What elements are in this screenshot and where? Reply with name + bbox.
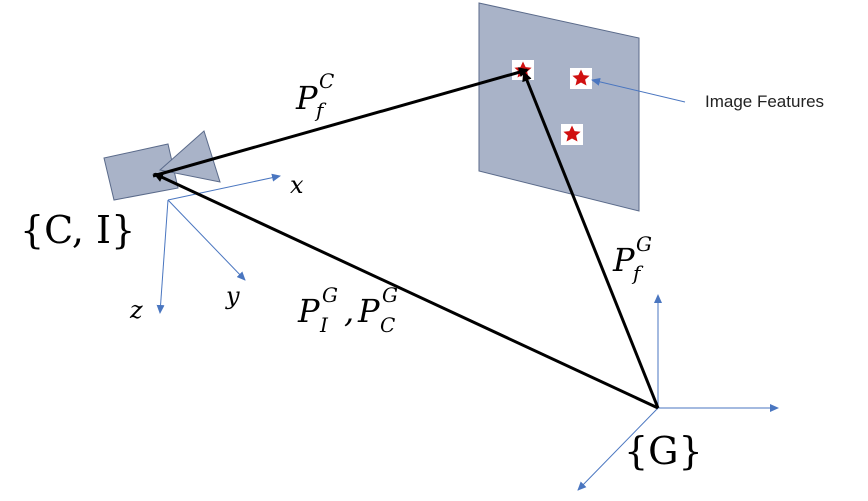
camera-axes: [156, 173, 281, 314]
svg-text:P: P: [297, 292, 320, 330]
frame-label-global: {G}: [624, 429, 703, 473]
svg-text:G: G: [636, 232, 652, 256]
arrow-camera-to-feature: [152, 67, 529, 178]
svg-text:P: P: [612, 241, 635, 279]
camera-y-axis: [167, 199, 246, 281]
svg-text:I: I: [319, 313, 329, 337]
image-plane: [478, 2, 640, 212]
global-axes: [577, 294, 779, 491]
annotation-leader-line: [591, 77, 686, 103]
camera-x-axis: [167, 173, 281, 201]
svg-text:f: f: [631, 261, 644, 285]
image-feature-star-3: [561, 124, 583, 145]
label-p-f-g: P G f: [612, 232, 652, 285]
image-feature-star-2: [570, 68, 592, 89]
svg-text:G: G: [322, 283, 338, 307]
vector-arrows: [152, 67, 660, 410]
svg-text:f: f: [314, 98, 327, 122]
camera-icon: [103, 130, 221, 201]
svg-text:P: P: [295, 79, 318, 117]
svg-text:,: ,: [344, 292, 354, 330]
axis-label-x: x: [290, 171, 304, 199]
frame-label-camera-imu: {C, I}: [20, 208, 135, 252]
svg-text:G: G: [382, 283, 398, 307]
svg-text:C: C: [380, 313, 395, 337]
axis-label-z: z: [129, 296, 143, 324]
axis-label-y: y: [225, 282, 240, 310]
arrow-global-to-camera: [153, 172, 659, 410]
global-y-axis: [577, 407, 659, 491]
svg-text:C: C: [319, 69, 334, 93]
annotation-label: Image Features: [705, 92, 824, 111]
arrow-global-to-feature: [522, 71, 660, 409]
camera-z-axis: [156, 199, 169, 314]
label-p-i-g-p-c-g: P G I , P G C: [297, 283, 398, 337]
svg-text:P: P: [357, 292, 380, 330]
label-p-f-c: P C f: [295, 69, 334, 122]
